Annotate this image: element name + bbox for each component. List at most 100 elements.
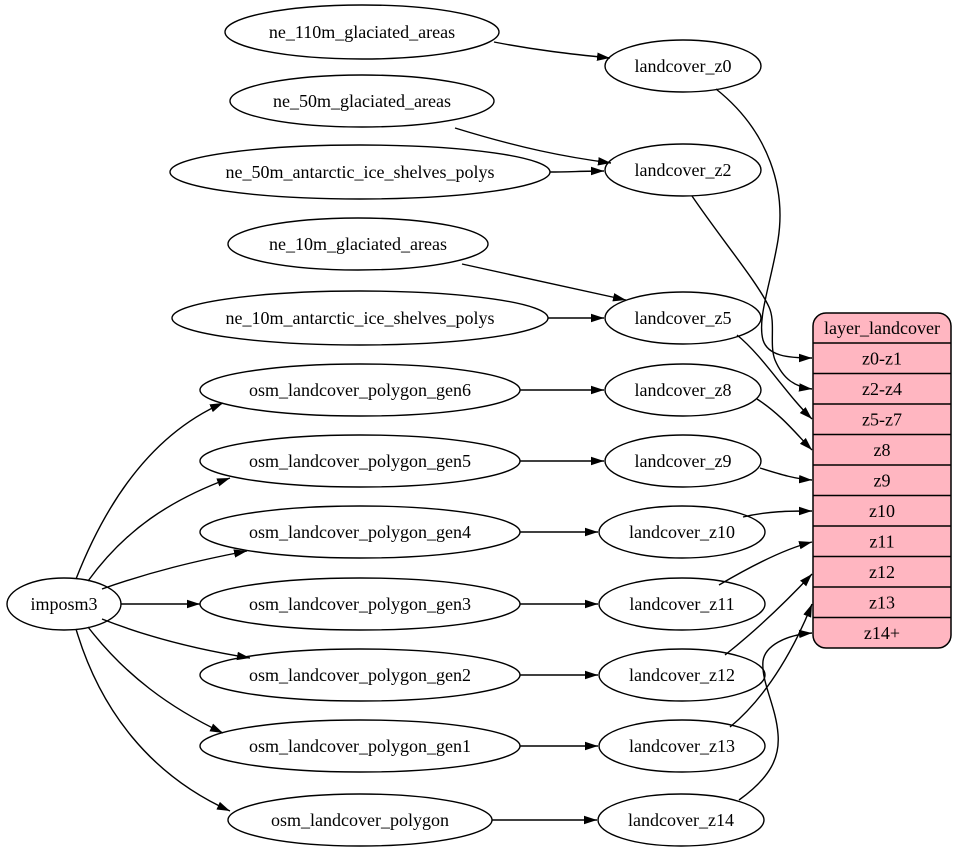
- node-label: osm_landcover_polygon_gen4: [249, 522, 471, 542]
- node-label: landcover_z10: [629, 522, 735, 542]
- edge-landcover_z14-to-layer_landcover.z14+: [738, 629, 813, 801]
- node-label: landcover_z2: [635, 160, 732, 180]
- edge-imposm3-to-osm_landcover_polygon_gen6: [75, 402, 224, 580]
- node-label: landcover_z14: [628, 810, 734, 830]
- node-ellipse: [199, 363, 521, 417]
- node-ellipse: [598, 648, 766, 702]
- node-label: landcover_z8: [635, 380, 732, 400]
- nodes: ne_110m_glaciated_areas ne_50m_glaciated_…: [6, 4, 766, 847]
- edge-imposm3-to-osm_landcover_polygon_gen4: [101, 549, 248, 590]
- node-osm_landcover_polygon_gen5: osm_landcover_polygon_gen5: [199, 434, 521, 488]
- edge-imposm3-to-osm_landcover_polygon_gen1: [87, 626, 224, 734]
- table-row-label: z11: [869, 531, 894, 551]
- table-row-label: z2-z4: [862, 379, 902, 399]
- edge-landcover_z13-to-layer_landcover.z13: [729, 603, 813, 728]
- node-imposm3: imposm3: [6, 577, 122, 631]
- node-label: osm_landcover_polygon_gen5: [249, 451, 471, 471]
- edge-landcover_z9-to-layer_landcover.z9: [759, 467, 813, 484]
- node-landcover_z12: landcover_z12: [598, 648, 766, 702]
- node-osm_landcover_polygon_gen4: osm_landcover_polygon_gen4: [199, 505, 521, 559]
- node-ellipse: [604, 143, 762, 197]
- node-label: landcover_z13: [629, 736, 735, 756]
- edge-imposm3-to-osm_landcover_polygon_gen5: [87, 477, 231, 582]
- node-ne_10m_glaciated_areas: ne_10m_glaciated_areas: [227, 217, 489, 271]
- edge-landcover_z11-to-layer_landcover.z11: [718, 541, 813, 586]
- table-row-z12: z12: [813, 555, 951, 582]
- edge-imposm3-to-osm_landcover_polygon: [75, 628, 231, 812]
- node-landcover_z8: landcover_z8: [604, 363, 762, 417]
- node-ne_110m_glaciated_areas: ne_110m_glaciated_areas: [224, 4, 500, 60]
- table-row-z14+: z14+: [813, 616, 951, 643]
- table-body: [812, 312, 952, 649]
- table-row-z11: z11: [813, 525, 951, 551]
- node-ne_50m_glaciated_areas: ne_50m_glaciated_areas: [229, 74, 495, 128]
- node-label: landcover_z9: [635, 451, 732, 471]
- node-ellipse: [604, 363, 762, 417]
- node-osm_landcover_polygon_gen6: osm_landcover_polygon_gen6: [199, 363, 521, 417]
- table-row-z13: z13: [813, 586, 951, 612]
- node-ellipse: [598, 505, 766, 559]
- edge-imposm3-to-osm_landcover_polygon_gen2: [101, 618, 251, 661]
- node-label: osm_landcover_polygon_gen3: [249, 594, 471, 614]
- node-osm_landcover_polygon: osm_landcover_polygon: [227, 793, 493, 847]
- node-label: ne_10m_glaciated_areas: [269, 234, 447, 254]
- table-row-label: z0-z1: [862, 348, 902, 368]
- node-label: landcover_z12: [629, 665, 735, 685]
- edge-ne_50m_antarctic_ice_shelves_polys-to-landcover_z2: [549, 166, 605, 176]
- node-label: osm_landcover_polygon_gen1: [249, 736, 471, 756]
- node-landcover_z11: landcover_z11: [598, 577, 766, 631]
- node-ellipse: [227, 217, 489, 271]
- node-label: osm_landcover_polygon: [271, 810, 449, 830]
- node-ellipse: [199, 648, 521, 702]
- node-osm_landcover_polygon_gen3: osm_landcover_polygon_gen3: [199, 577, 521, 631]
- node-label: ne_50m_antarctic_ice_shelves_polys: [226, 162, 495, 182]
- edge-landcover_z12-to-layer_landcover.z12: [724, 573, 813, 656]
- node-ellipse: [227, 793, 493, 847]
- table-header-label: layer_landcover: [824, 318, 940, 338]
- edge-ne_110m_glaciated_areas-to-landcover_z0: [493, 41, 611, 61]
- table-row-label: z8: [874, 440, 891, 460]
- node-label: imposm3: [30, 594, 97, 614]
- node-landcover_z2: landcover_z2: [604, 143, 762, 197]
- node-landcover_z14: landcover_z14: [597, 793, 765, 847]
- table-row-z5-z7: z5-z7: [813, 403, 951, 429]
- node-ne_10m_antarctic_ice_shelves_polys: ne_10m_antarctic_ice_shelves_polys: [171, 290, 549, 346]
- node-label: landcover_z5: [635, 308, 732, 328]
- table-row-z2-z4: z2-z4: [813, 372, 951, 399]
- table-row-label: z13: [869, 592, 895, 612]
- edge-landcover_z5-to-layer_landcover.z5-z7: [736, 334, 813, 420]
- node-ellipse: [598, 577, 766, 631]
- table-row-z10: z10: [813, 494, 951, 521]
- node-ellipse: [604, 39, 762, 93]
- node-landcover_z5: landcover_z5: [604, 291, 762, 345]
- node-landcover_z9: landcover_z9: [604, 434, 762, 488]
- node-label: landcover_z0: [635, 56, 732, 76]
- table-row-z9: z9: [813, 464, 951, 490]
- table-node-layer_landcover: layer_landcover z0-z1 z2-z4 z5-z7 z8 z9 z10 z11…: [812, 312, 952, 649]
- node-ellipse: [598, 719, 766, 773]
- table-row-label: z10: [869, 501, 895, 521]
- table-row-label: z9: [874, 470, 891, 490]
- edge-ne_10m_glaciated_areas-to-landcover_z5: [461, 263, 627, 302]
- table-row-label: z14+: [864, 623, 900, 643]
- node-label: landcover_z11: [629, 594, 734, 614]
- node-ellipse: [224, 4, 500, 60]
- edge-landcover_z8-to-layer_landcover.z8: [756, 398, 813, 451]
- table-row-label: z5-z7: [862, 409, 902, 429]
- node-landcover_z10: landcover_z10: [598, 505, 766, 559]
- node-osm_landcover_polygon_gen2: osm_landcover_polygon_gen2: [199, 648, 521, 702]
- node-label: ne_50m_glaciated_areas: [273, 91, 451, 111]
- edges: [75, 41, 813, 825]
- node-ellipse: [199, 719, 521, 773]
- node-ellipse: [597, 793, 765, 847]
- node-ellipse: [229, 74, 495, 128]
- node-osm_landcover_polygon_gen1: osm_landcover_polygon_gen1: [199, 719, 521, 773]
- table-row-z8: z8: [813, 433, 951, 460]
- node-ellipse: [199, 505, 521, 559]
- node-label: ne_110m_glaciated_areas: [269, 22, 455, 42]
- table-row-z0-z1: z0-z1: [813, 342, 951, 368]
- node-ellipse: [199, 577, 521, 631]
